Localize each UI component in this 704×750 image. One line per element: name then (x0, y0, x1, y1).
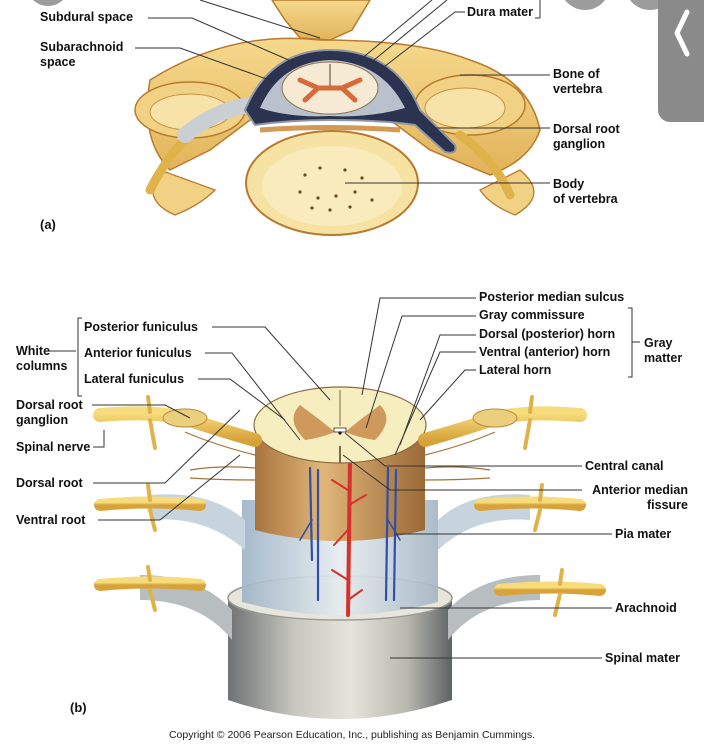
label-gray-matter: Gray matter (644, 336, 683, 365)
label-subdural-space: Subdural space (40, 10, 134, 24)
label-anterior-funiculus: Anterior funiculus (84, 346, 192, 360)
label-ventral-root: Ventral root (16, 513, 86, 527)
label-subarachnoid-space: Subarachnoid space (40, 40, 124, 69)
label-dorsal-root: Dorsal root (16, 476, 83, 490)
label-dura-mater: Dura mater (467, 5, 533, 19)
label-spinal-mater: Spinal mater (605, 651, 681, 665)
label-central-canal: Central canal (585, 459, 664, 473)
label-posterior-median-sulcus: Posterior median sulcus (479, 290, 625, 304)
label-posterior-funiculus: Posterior funiculus (84, 320, 198, 334)
label-gray-commissure: Gray commissure (479, 308, 585, 322)
label-white-columns: White columns (16, 344, 68, 373)
copyright-notice: Copyright © 2006 Pearson Education, Inc.… (168, 729, 536, 741)
panel-b-letter: (b) (70, 700, 87, 715)
label-lateral-funiculus: Lateral funiculus (84, 372, 185, 386)
overlay-circle-button[interactable] (560, 0, 610, 10)
label-lateral-horn: Lateral horn (479, 363, 552, 377)
overlay-circle-button[interactable] (28, 0, 68, 6)
spinal-cord-3d (93, 386, 606, 719)
panel-a-leader-lines (135, 0, 550, 184)
label-ventral-horn: Ventral (anterior) horn (479, 345, 611, 359)
vertebra-cross-section (134, 0, 541, 236)
label-bone-of-vertebra: Bone of vertebra (553, 67, 603, 96)
chevron-left-icon (674, 9, 690, 57)
side-panel-toggle[interactable] (658, 0, 704, 122)
label-arachnoid: Arachnoid (615, 601, 677, 615)
label-dorsal-horn: Dorsal (posterior) horn (479, 327, 616, 341)
panel-b-leader-lines (48, 297, 640, 659)
label-pia-mater: Pia mater (615, 527, 672, 541)
label-dorsal-root-ganglion-b: Dorsal root ganglion (16, 398, 83, 427)
panel-a-letter: (a) (40, 217, 56, 232)
label-body-of-vertebra: Body of vertebra (553, 177, 618, 206)
overlay-circle-button[interactable] (625, 0, 675, 10)
label-spinal-nerve: Spinal nerve (16, 440, 91, 454)
label-anterior-median-fissure: Anterior median fissure (592, 483, 688, 512)
label-dorsal-root-ganglion-a: Dorsal root ganglion (553, 122, 620, 151)
